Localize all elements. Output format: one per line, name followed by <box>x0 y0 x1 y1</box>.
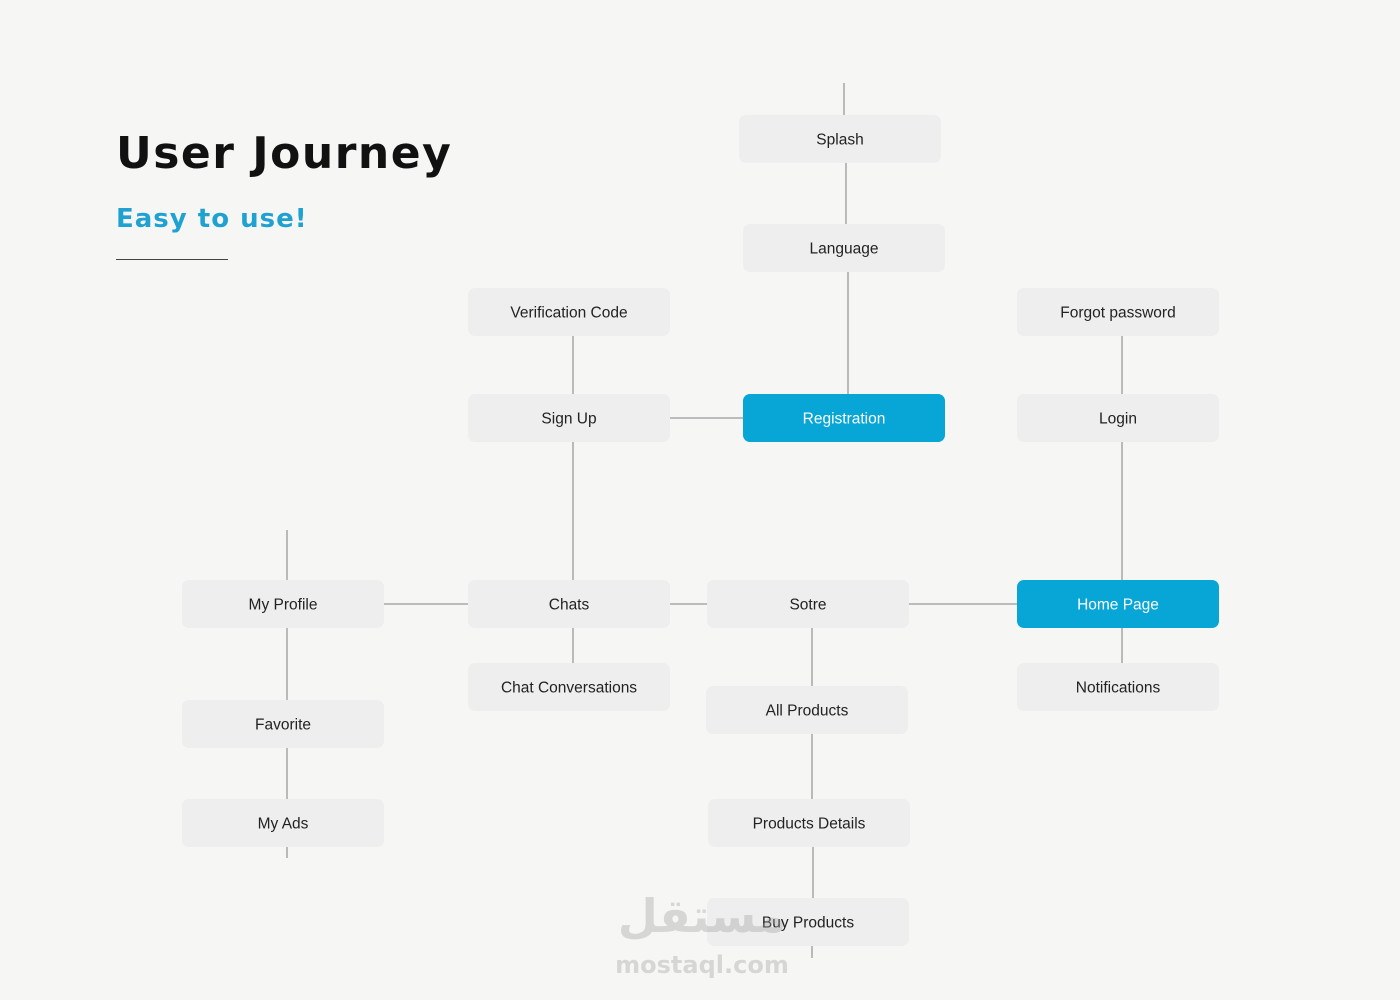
node-label: Sotre <box>789 597 826 614</box>
node-box <box>182 799 384 847</box>
node-favorite: Favorite <box>182 700 384 748</box>
node-box <box>468 288 670 336</box>
node-all-products: All Products <box>706 686 908 734</box>
node-box <box>182 700 384 748</box>
node-login: Login <box>1017 394 1219 442</box>
node-products-details: Products Details <box>708 799 910 847</box>
node-label: All Products <box>766 703 849 720</box>
node-label: Splash <box>816 132 863 149</box>
node-sotre: Sotre <box>707 580 909 628</box>
node-label: Favorite <box>255 717 311 734</box>
node-box <box>1017 288 1219 336</box>
node-label: Home Page <box>1077 597 1159 614</box>
node-label: Sign Up <box>541 411 596 428</box>
node-label: Verification Code <box>510 305 627 322</box>
node-buy-products: Buy Products <box>707 898 909 946</box>
node-label: My Profile <box>249 597 318 614</box>
node-my-profile: My Profile <box>182 580 384 628</box>
node-box <box>743 394 945 442</box>
node-box <box>468 394 670 442</box>
node-box <box>468 580 670 628</box>
node-label: Notifications <box>1076 680 1161 697</box>
node-forgot-password: Forgot password <box>1017 288 1219 336</box>
node-label: Forgot password <box>1060 305 1175 322</box>
node-splash: Splash <box>739 115 941 163</box>
node-label: Buy Products <box>762 915 854 932</box>
node-box <box>468 663 670 711</box>
node-label: Registration <box>803 411 886 428</box>
node-chats: Chats <box>468 580 670 628</box>
page-title: User Journey <box>116 128 453 179</box>
node-box <box>1017 663 1219 711</box>
node-home-page: Home Page <box>1017 580 1219 628</box>
node-box <box>706 686 908 734</box>
node-label: Chats <box>549 597 590 614</box>
node-sign-up: Sign Up <box>468 394 670 442</box>
node-language: Language <box>743 224 945 272</box>
node-label: Language <box>810 241 879 258</box>
node-box <box>707 580 909 628</box>
node-registration: Registration <box>743 394 945 442</box>
page-subtitle: Easy to use! <box>116 204 308 234</box>
title-divider <box>116 259 228 260</box>
node-notifications: Notifications <box>1017 663 1219 711</box>
node-label: Products Details <box>753 816 866 833</box>
node-box <box>182 580 384 628</box>
node-my-ads: My Ads <box>182 799 384 847</box>
node-box <box>1017 580 1219 628</box>
node-chat-conversations: Chat Conversations <box>468 663 670 711</box>
connectors <box>286 83 1123 958</box>
node-label: Login <box>1099 411 1137 428</box>
node-box <box>707 898 909 946</box>
node-label: My Ads <box>258 816 309 833</box>
node-box <box>1017 394 1219 442</box>
node-box <box>708 799 910 847</box>
node-verification-code: Verification Code <box>468 288 670 336</box>
node-box <box>739 115 941 163</box>
node-box <box>743 224 945 272</box>
node-label: Chat Conversations <box>501 680 637 697</box>
